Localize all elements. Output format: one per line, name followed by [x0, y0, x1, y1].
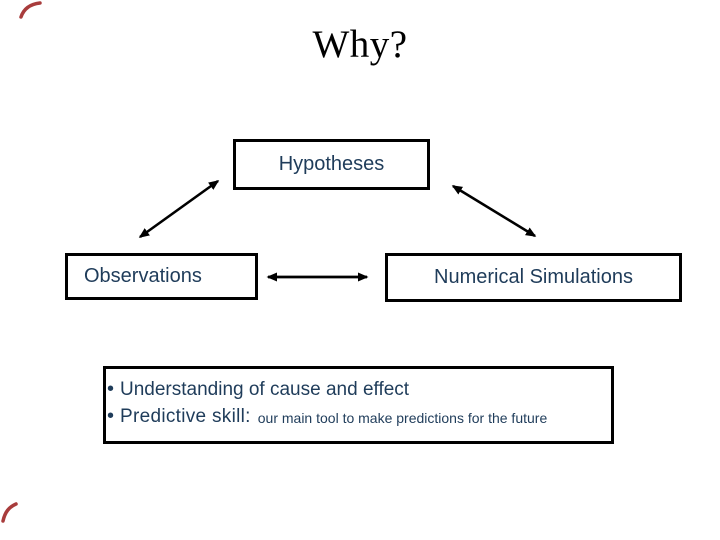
- hypotheses-label: Hypotheses: [278, 153, 385, 175]
- note-2-lead-text: Predictive skill:: [120, 405, 251, 427]
- observations-label: Observations: [84, 265, 202, 287]
- corner-accent-bottom-left-icon: [1, 502, 18, 523]
- diagram-node-hypotheses: Hypotheses: [233, 139, 430, 190]
- numerical-simulations-label: Numerical Simulations: [434, 266, 633, 288]
- notes-box: • Understanding of cause and effect • Pr…: [103, 366, 614, 444]
- note-line-1: • Understanding of cause and effect: [106, 376, 611, 403]
- diagram-node-numerical-simulations: Numerical Simulations: [385, 253, 682, 302]
- note-line-2: • Predictive skill: our main tool to mak…: [106, 403, 611, 430]
- diagram-node-observations: Observations: [65, 253, 258, 300]
- bullet-icon: •: [107, 405, 115, 427]
- arrow-hypotheses-observations: [138, 179, 220, 239]
- corner-accent-top-left-icon: [19, 1, 42, 19]
- note-1-text: Understanding of cause and effect: [120, 378, 410, 400]
- arrow-hypotheses-simulations: [451, 184, 537, 238]
- bullet-icon: •: [107, 378, 115, 400]
- slide-title: Why?: [312, 23, 408, 66]
- note-2-detail-text: our main tool to make predictions for th…: [257, 410, 548, 426]
